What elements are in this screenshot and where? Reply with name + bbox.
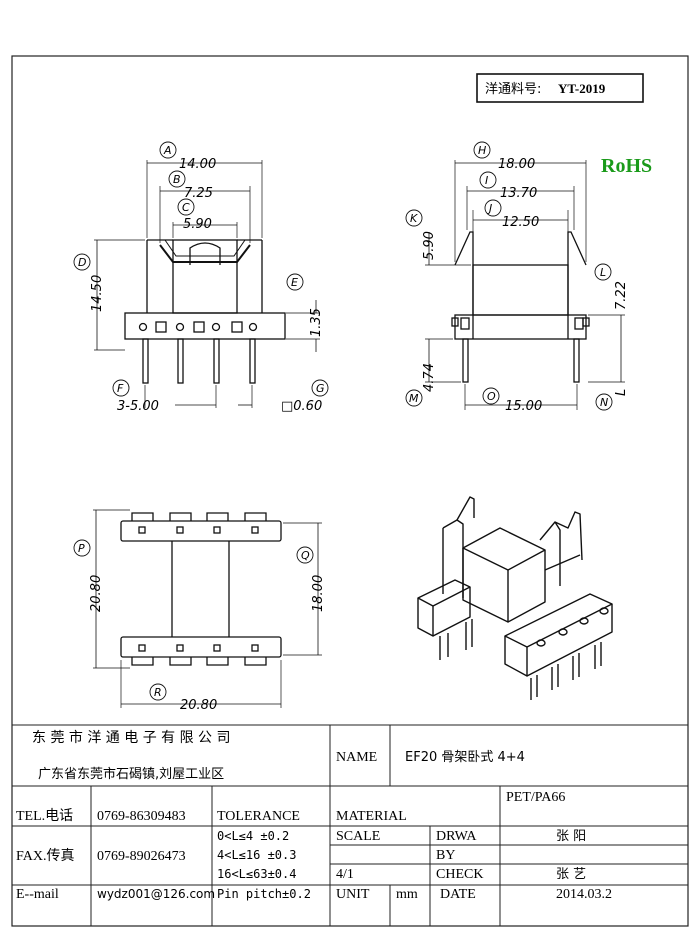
bottom-view bbox=[93, 509, 322, 708]
dim-h-label: H bbox=[478, 144, 486, 157]
side-view bbox=[425, 160, 625, 410]
check-label: CHECK bbox=[436, 867, 483, 882]
dim-m-label: M bbox=[409, 392, 419, 405]
dim-g-value: □0.60 bbox=[281, 399, 322, 414]
dim-l-value: 7.22 bbox=[614, 281, 629, 310]
company-name: 东 莞 市 洋 通 电 子 有 限 公 司 bbox=[32, 729, 231, 746]
dim-r-label: R bbox=[154, 686, 162, 699]
dim-q-value: 18.00 bbox=[311, 575, 326, 612]
side-view-dims: H 18.00 I 13.70 J 12.50 K 5.90 L 7.22 M … bbox=[405, 141, 629, 414]
dim-j-label: J bbox=[487, 202, 492, 215]
dim-r-value: 20.80 bbox=[180, 698, 217, 713]
dim-k-value: 5.90 bbox=[422, 231, 437, 260]
dim-o-label: O bbox=[487, 390, 496, 403]
part-number-value: YT-2019 bbox=[558, 81, 606, 96]
unit-label: UNIT bbox=[336, 887, 370, 902]
tel-value: 0769-86309483 bbox=[97, 809, 186, 824]
dim-n-label: N bbox=[600, 396, 608, 409]
unit-value: mm bbox=[396, 887, 418, 902]
dim-a-value: 14.00 bbox=[179, 157, 216, 172]
company-address: 广东省东莞市石碣镇,刘屋工业区 bbox=[38, 766, 224, 782]
dim-a-label: A bbox=[163, 144, 172, 157]
sheet-border bbox=[11, 55, 689, 927]
dim-p-value: 20.80 bbox=[89, 575, 104, 612]
name-value: EF20 骨架卧式 4+4 bbox=[405, 750, 525, 765]
dim-o-value: 15.00 bbox=[505, 399, 542, 414]
dim-i-label: I bbox=[485, 174, 488, 187]
front-view-dims: A 14.00 B 7.25 C 5.90 D 14.50 E 1.35 F 3… bbox=[73, 141, 329, 414]
tel-label: TEL.电话 bbox=[16, 808, 73, 824]
tolerance-row-1: 0<L≤4 ±0.2 bbox=[217, 829, 289, 843]
email-label: E--mail bbox=[16, 887, 59, 902]
isometric-view bbox=[417, 496, 613, 700]
fax-value: 0769-89026473 bbox=[97, 849, 186, 864]
dim-p-label: P bbox=[78, 542, 85, 555]
draw-label-2: BY bbox=[436, 848, 455, 863]
fax-label: FAX.传真 bbox=[16, 848, 74, 864]
dim-b-label: B bbox=[173, 173, 181, 186]
date-label: DATE bbox=[440, 887, 476, 902]
dim-d-label: D bbox=[78, 256, 86, 269]
dim-f-value: 3-5.00 bbox=[117, 399, 159, 414]
dim-b-value: 7.25 bbox=[184, 186, 213, 201]
tolerance-label: TOLERANCE bbox=[217, 809, 300, 824]
bottom-view-dims: P 20.80 Q 18.00 R 20.80 bbox=[73, 539, 326, 713]
title-block-grid bbox=[12, 724, 688, 926]
dim-j-value: 12.50 bbox=[502, 215, 539, 230]
dim-m-value: 4.74 bbox=[422, 363, 437, 392]
dim-q-label: Q bbox=[301, 549, 310, 562]
title-block: 东 莞 市 洋 通 电 子 有 限 公 司 广东省东莞市石碣镇,刘屋工业区 NA… bbox=[16, 729, 612, 902]
dim-d-value: 14.50 bbox=[90, 275, 105, 312]
dim-n-value: L bbox=[614, 389, 629, 396]
part-number-box: 洋通料号: YT-2019 bbox=[476, 73, 644, 103]
dim-g-label: G bbox=[316, 382, 325, 395]
front-view bbox=[94, 160, 320, 408]
dim-c-label: C bbox=[182, 201, 190, 214]
scale-value: 4/1 bbox=[336, 867, 354, 882]
dim-k-label: K bbox=[410, 212, 418, 225]
check-value: 张 艺 bbox=[556, 867, 586, 882]
scale-label: SCALE bbox=[336, 829, 380, 844]
dim-c-value: 5.90 bbox=[183, 217, 212, 232]
part-number-label: 洋通料号: bbox=[485, 82, 541, 97]
email-value: wydz001@126.com bbox=[97, 887, 215, 901]
date-value: 2014.03.2 bbox=[556, 887, 612, 902]
dim-e-label: E bbox=[291, 276, 298, 289]
material-value: PET/PA66 bbox=[506, 790, 565, 805]
dim-f-label: F bbox=[117, 382, 124, 395]
material-label: MATERIAL bbox=[336, 809, 407, 824]
tolerance-row-4: Pin pitch±0.2 bbox=[217, 887, 311, 901]
dim-e-value: 1.35 bbox=[309, 308, 324, 337]
draw-value: 张 阳 bbox=[556, 829, 586, 844]
dim-i-value: 13.70 bbox=[500, 186, 537, 201]
draw-label-1: DRWA bbox=[436, 829, 477, 844]
dim-l-label: L bbox=[600, 266, 606, 279]
name-label: NAME bbox=[336, 750, 377, 765]
dim-h-value: 18.00 bbox=[498, 157, 535, 172]
tolerance-row-3: 16<L≤63±0.4 bbox=[217, 867, 296, 881]
tolerance-row-2: 4<L≤16 ±0.3 bbox=[217, 848, 296, 862]
rohs-mark: RoHS bbox=[601, 155, 652, 177]
